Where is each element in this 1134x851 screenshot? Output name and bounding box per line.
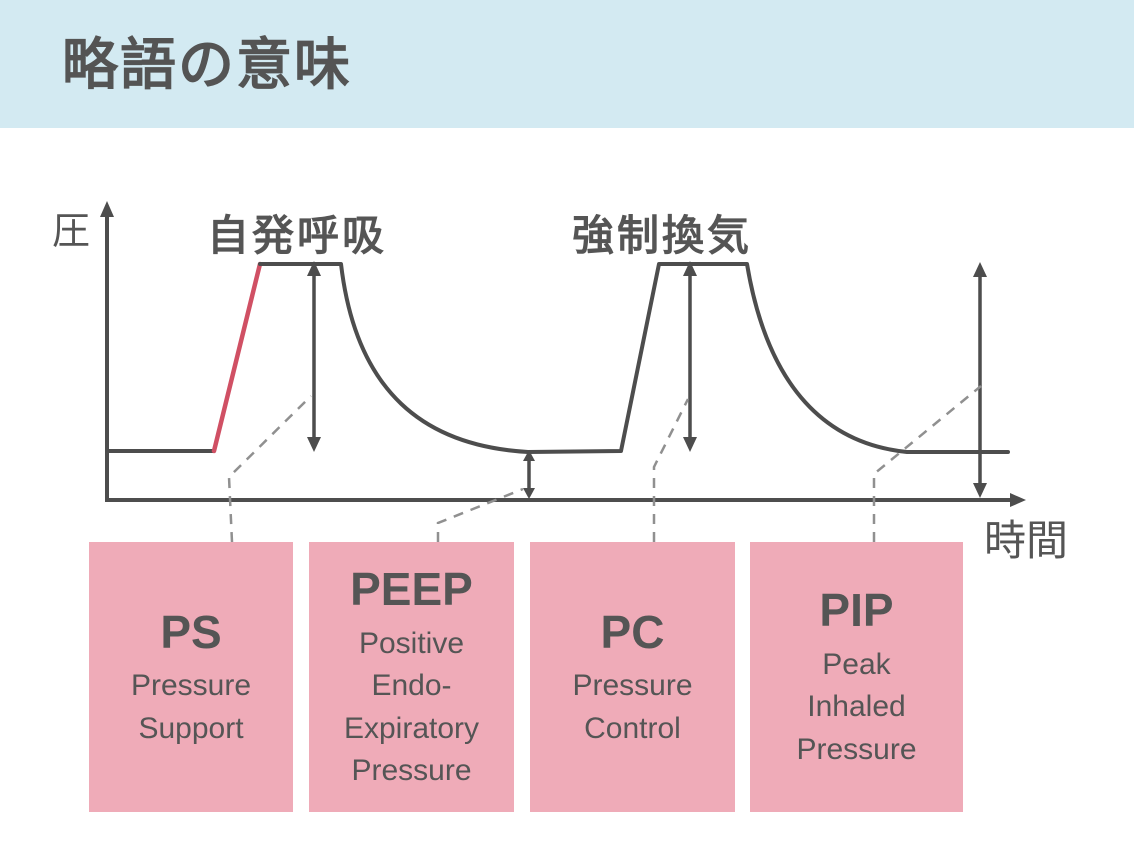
legend-box-peep: PEEP Positive Endo- Expiratory Pressure <box>309 542 514 812</box>
pressure-curve <box>258 262 1010 454</box>
legend-abbr: PS <box>160 605 222 658</box>
pressure-support-rise <box>211 261 263 454</box>
legend-box-pc: PC Pressure Control <box>530 542 735 812</box>
pc-dashed-connector <box>652 398 690 542</box>
pressure-axis-label: 圧 <box>52 211 91 253</box>
spontaneous-breath-label: 自発呼吸 <box>207 212 388 259</box>
page-title: 略語の意味 <box>62 33 352 96</box>
x-axis <box>105 493 1026 507</box>
legend-abbr: PEEP <box>350 563 473 616</box>
legend-abbr: PC <box>600 605 665 658</box>
ps-dashed-connector <box>227 395 312 543</box>
dashed-connectors <box>227 385 982 543</box>
legend-full-name: Pressure Support <box>130 669 252 745</box>
time-axis-label: 時間 <box>984 517 1069 564</box>
legend-box-ps: PS Pressure Support <box>89 542 293 812</box>
legend-full-name: Peak Inhaled Pressure <box>796 647 917 767</box>
y-axis-arrowhead-icon <box>100 201 114 217</box>
x-axis-arrowhead-icon <box>1010 493 1026 507</box>
header-band: 略語の意味 <box>0 0 1134 128</box>
pip-measure-arrow <box>973 262 987 498</box>
legend-full-name: Positive Endo- Expiratory Pressure <box>343 626 480 788</box>
peep-dashed-connector <box>436 487 524 542</box>
legend-abbr: PIP <box>819 584 894 637</box>
pc-measure-arrow <box>683 261 697 452</box>
ps-measure-arrow <box>307 261 321 452</box>
mandatory-ventilation-label: 強制換気 <box>572 212 753 259</box>
legend-full-name: Pressure Control <box>572 669 693 745</box>
y-axis <box>100 201 114 502</box>
peep-measure-arrow <box>523 450 535 499</box>
pip-dashed-connector <box>872 385 982 542</box>
legend-box-pip: PIP Peak Inhaled Pressure <box>750 542 963 812</box>
